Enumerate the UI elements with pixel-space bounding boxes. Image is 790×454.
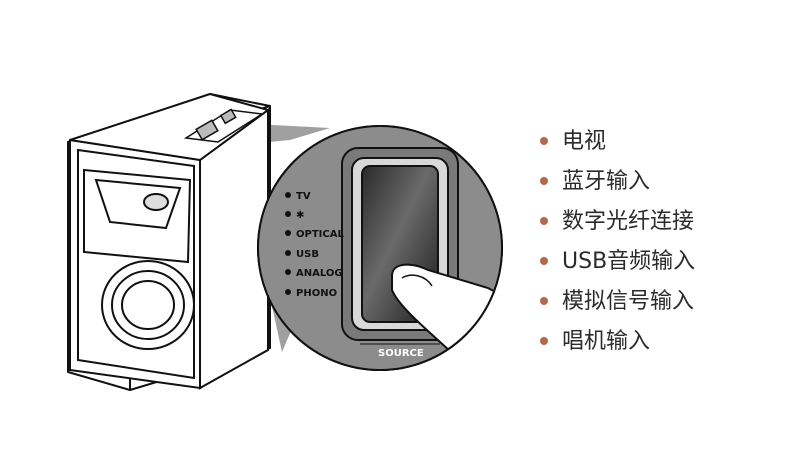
legend-item: USB音频输入: [540, 246, 695, 286]
zoom-circle: [257, 125, 503, 371]
indicator-dot: [285, 192, 291, 198]
bullet-icon: [540, 337, 548, 345]
indicator-dot: [285, 289, 291, 295]
input-usb: USB: [285, 249, 319, 260]
input-optical: OPTICAL: [285, 229, 344, 240]
input-analog: ANALOG: [285, 268, 343, 279]
legend-item-label: USB音频输入: [562, 249, 696, 274]
input-label-phono: PHONO: [296, 288, 337, 299]
legend-item-label: 模拟信号输入: [562, 289, 695, 314]
bullet-icon: [540, 257, 548, 265]
indicator-dot: [285, 211, 291, 217]
input-label-usb: USB: [296, 249, 319, 260]
input-tv: TV: [285, 191, 311, 202]
source-label: SOURCE: [378, 348, 424, 359]
input-bluetooth: ✱: [285, 210, 304, 221]
bullet-icon: [540, 297, 548, 305]
input-label-analog: ANALOG: [296, 268, 343, 279]
legend-item: 模拟信号输入: [540, 286, 695, 326]
legend-item-label: 蓝牙输入: [562, 169, 651, 194]
legend-item-label: 数字光纤连接: [562, 209, 695, 234]
bullet-icon: [540, 137, 548, 145]
indicator-dot: [285, 230, 291, 236]
bullet-icon: [540, 217, 548, 225]
input-label-tv: TV: [296, 191, 311, 202]
indicator-dot: [285, 269, 291, 275]
legend-item: 唱机输入: [540, 326, 695, 366]
input-indicators: TV ✱ OPTICAL USB ANALOG PHONO SOURCE: [285, 191, 424, 359]
indicator-dot: [285, 250, 291, 256]
input-phono: PHONO: [285, 288, 337, 299]
top-control-panel: [183, 108, 265, 143]
horn-tweeter: [83, 168, 192, 264]
bluetooth-icon: ✱: [296, 210, 304, 221]
legend-item-label: 唱机输入: [562, 329, 651, 354]
legend-item: 电视: [540, 126, 695, 166]
tweeter-driver: [143, 193, 169, 211]
bullet-icon: [540, 177, 548, 185]
input-legend: 电视 蓝牙输入 数字光纤连接 USB音频输入 模拟信号输入 唱机输入: [540, 126, 695, 366]
legend-item: 蓝牙输入: [540, 166, 695, 206]
legend-item-label: 电视: [562, 129, 607, 154]
legend-item: 数字光纤连接: [540, 206, 695, 246]
speaker-front: [69, 138, 201, 390]
woofer: [101, 260, 195, 350]
input-label-optical: OPTICAL: [296, 229, 344, 240]
